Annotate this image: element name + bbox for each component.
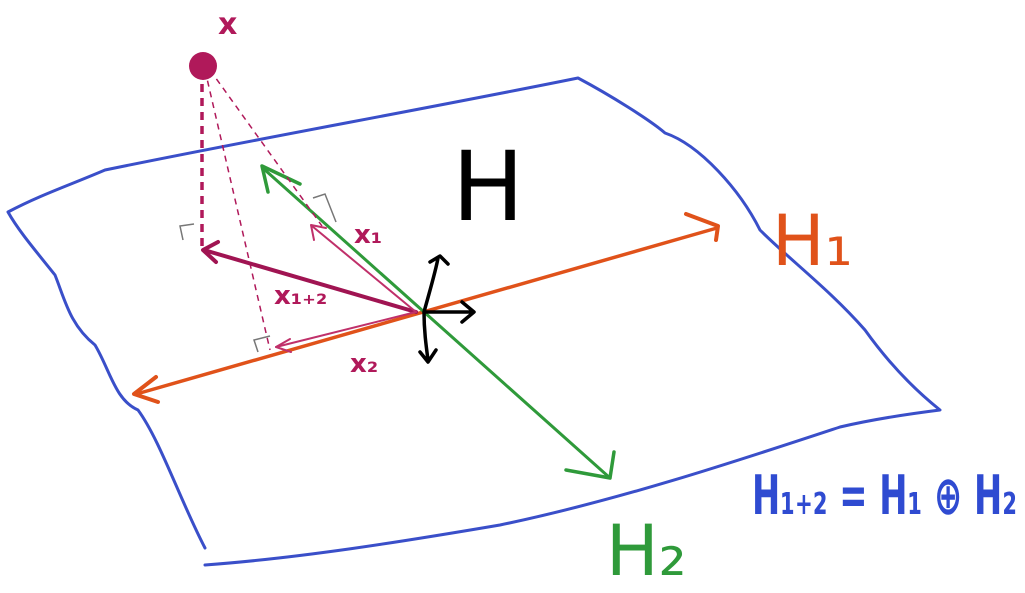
point-x bbox=[189, 52, 217, 80]
label-x12: x₁₊₂ bbox=[274, 281, 327, 311]
label-formula: H₁₊₂ = H₁ ⊕ H₂ bbox=[752, 464, 1017, 527]
vector-x12 bbox=[202, 248, 418, 314]
vector-x2-head bbox=[275, 338, 292, 353]
projection-line-x1 bbox=[209, 69, 323, 227]
vector-x1 bbox=[311, 225, 417, 313]
subspace1-arrow-right bbox=[684, 212, 720, 242]
vector-x1-head bbox=[310, 224, 327, 241]
projection-line-x2 bbox=[204, 69, 271, 351]
label-x1: x₁ bbox=[354, 220, 382, 250]
right-angle-mark-x12 bbox=[179, 223, 195, 241]
vector-x12-head bbox=[201, 240, 220, 264]
origin-marker bbox=[418, 254, 476, 364]
label-space-h: H bbox=[452, 131, 524, 243]
subspace1-arrow-left bbox=[132, 375, 160, 404]
label-h1: H₁ bbox=[772, 200, 853, 282]
subspace2-axis bbox=[263, 168, 612, 480]
plane-outline bbox=[6, 76, 942, 567]
label-point-x: x bbox=[218, 7, 237, 42]
right-angle-mark-x1 bbox=[312, 193, 337, 223]
label-h2: H₂ bbox=[606, 510, 687, 592]
right-angle-mark-x2 bbox=[253, 335, 271, 353]
vector-x2 bbox=[275, 311, 417, 348]
subspace2-arrow-bottom bbox=[564, 450, 616, 480]
label-x2: x₂ bbox=[350, 349, 378, 379]
